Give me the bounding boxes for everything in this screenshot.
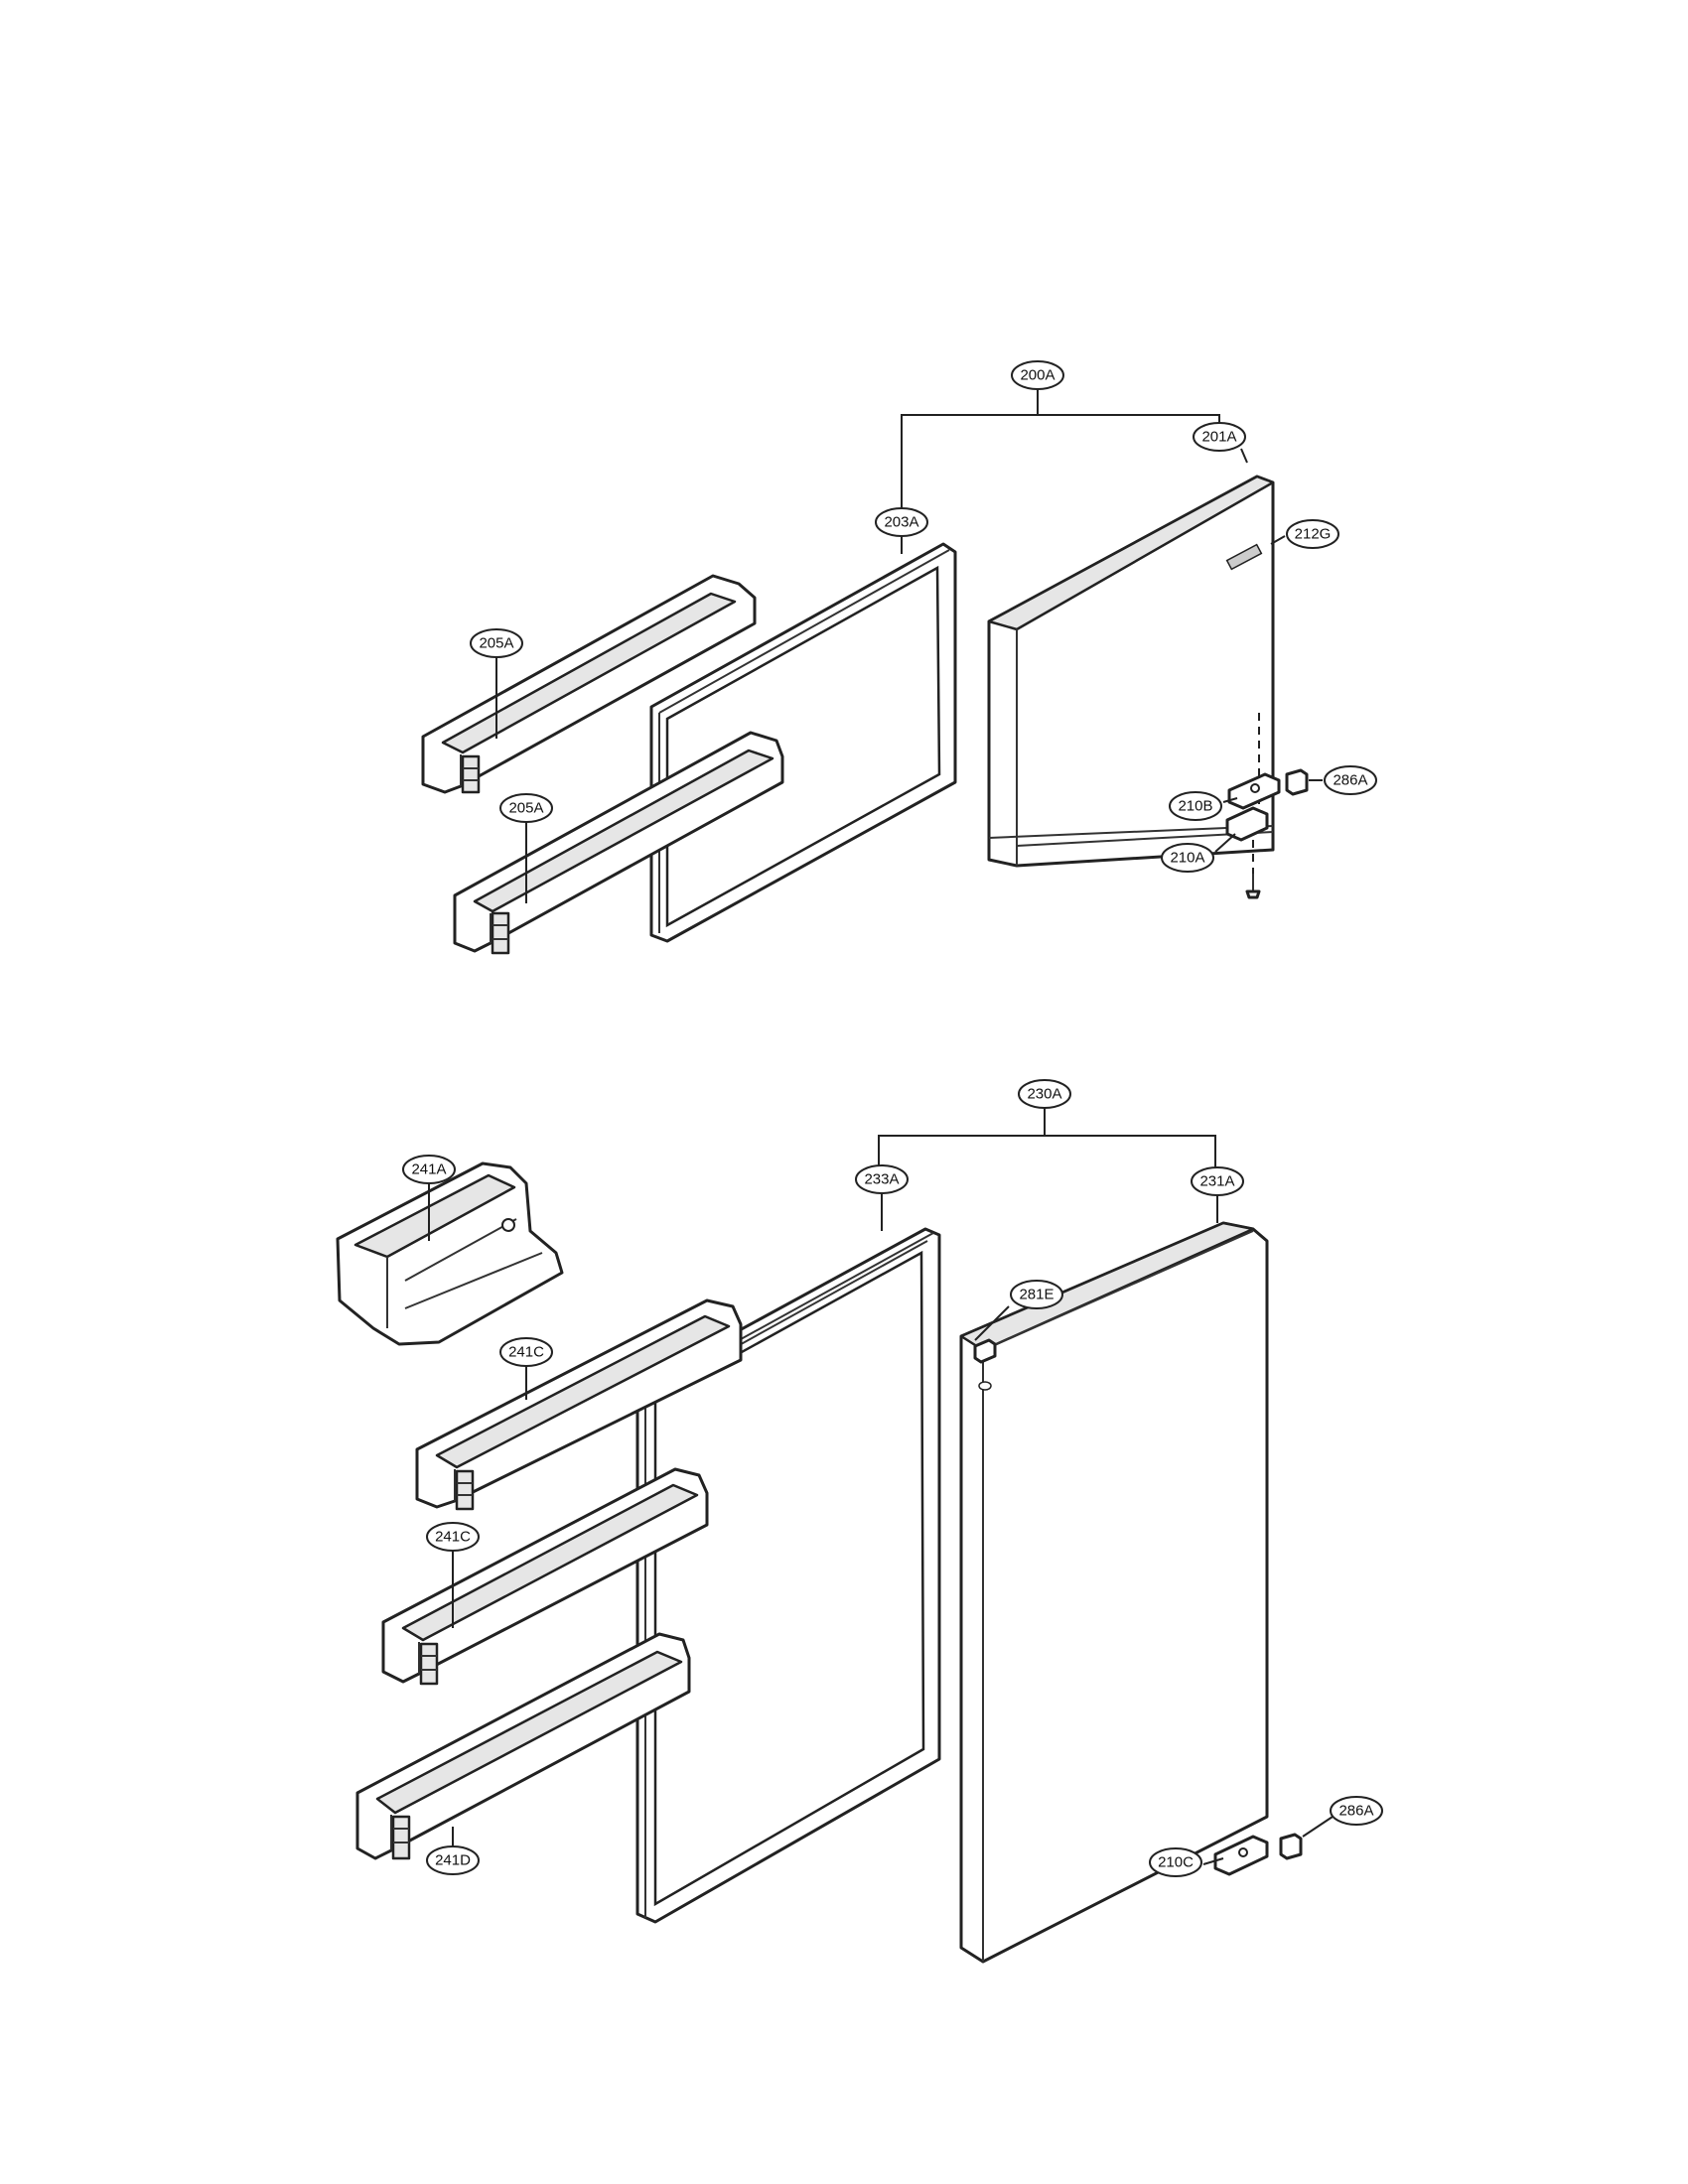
- svg-text:230A: 230A: [1027, 1086, 1061, 1103]
- svg-text:205A: 205A: [508, 800, 543, 817]
- callout-281E: 281E: [1010, 1280, 1063, 1309]
- svg-text:281E: 281E: [1019, 1287, 1054, 1303]
- svg-text:210B: 210B: [1178, 798, 1212, 815]
- callout-210B: 210B: [1169, 791, 1222, 821]
- svg-text:241C: 241C: [508, 1344, 544, 1361]
- callout-205A-bottom: 205A: [499, 793, 553, 823]
- svg-text:241C: 241C: [435, 1529, 471, 1546]
- svg-text:210C: 210C: [1158, 1854, 1194, 1871]
- callout-241C-top: 241C: [499, 1337, 553, 1367]
- callout-205A-top: 205A: [470, 628, 523, 658]
- callout-203A: 203A: [875, 507, 928, 537]
- callout-286A-bottom: 286A: [1330, 1796, 1383, 1826]
- lower-hinge-assembly: [1213, 1833, 1303, 1876]
- callout-200A: 200A: [1011, 360, 1064, 390]
- lower-door-basket: [336, 1161, 564, 1346]
- upper-door-gasket: [649, 542, 957, 943]
- svg-text:200A: 200A: [1020, 367, 1055, 384]
- svg-text:203A: 203A: [884, 514, 918, 531]
- svg-text:241D: 241D: [435, 1852, 471, 1869]
- upper-door-panel: [987, 475, 1275, 868]
- svg-text:205A: 205A: [479, 635, 513, 652]
- upper-door-bin-bottom: [453, 731, 784, 955]
- callout-201A: 201A: [1193, 422, 1246, 452]
- upper-hinge-assembly: [1225, 713, 1309, 899]
- lower-door-cap: [973, 1338, 997, 1391]
- callout-286A-top: 286A: [1324, 765, 1377, 795]
- callout-210C: 210C: [1149, 1847, 1202, 1877]
- callout-241D: 241D: [426, 1845, 480, 1875]
- svg-text:210A: 210A: [1170, 850, 1204, 867]
- callout-241C-bottom: 241C: [426, 1522, 480, 1552]
- svg-text:212G: 212G: [1295, 526, 1332, 543]
- svg-text:231A: 231A: [1199, 1173, 1234, 1190]
- lower-door-bin-2: [381, 1467, 709, 1686]
- callout-230A: 230A: [1018, 1079, 1071, 1109]
- callout-241A: 241A: [402, 1155, 456, 1184]
- svg-text:233A: 233A: [864, 1171, 899, 1188]
- callout-231A: 231A: [1191, 1166, 1244, 1196]
- assembly-bracket-230A: [878, 1108, 1216, 1193]
- svg-text:241A: 241A: [411, 1161, 446, 1178]
- lower-door-gasket: [635, 1227, 941, 1924]
- upper-door-bin-top: [421, 574, 757, 794]
- callout-210A: 210A: [1161, 843, 1214, 873]
- callout-212G: 212G: [1286, 519, 1339, 549]
- upper-door-logo: [1225, 543, 1263, 571]
- lower-door-bin-1: [415, 1298, 743, 1511]
- lower-door-bin-3: [355, 1632, 691, 1860]
- lower-door-panel: [959, 1221, 1269, 1964]
- svg-text:201A: 201A: [1201, 429, 1236, 446]
- callout-233A: 233A: [855, 1164, 909, 1194]
- svg-text:286A: 286A: [1333, 772, 1367, 789]
- svg-text:286A: 286A: [1338, 1803, 1373, 1820]
